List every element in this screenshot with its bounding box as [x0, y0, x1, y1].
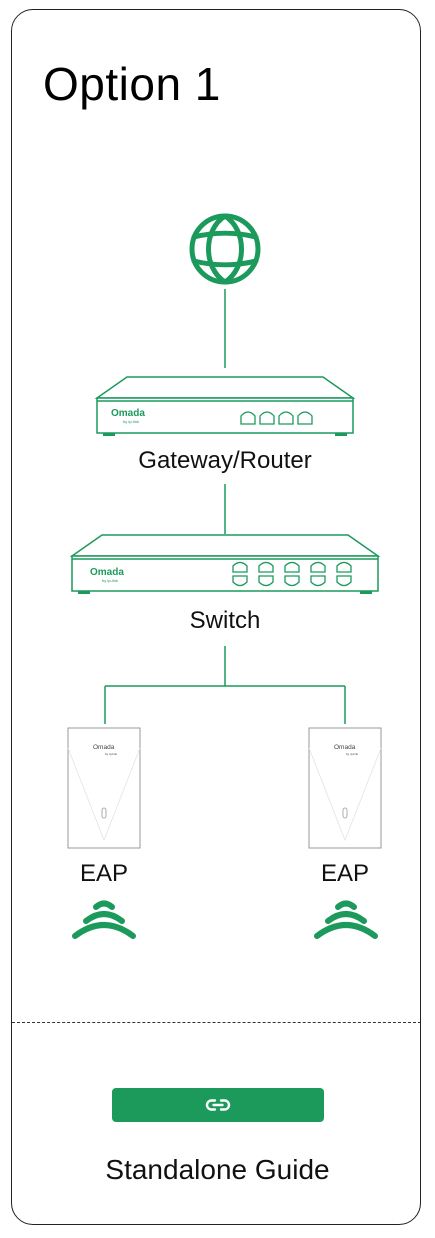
eap-left-logo: Omada — [93, 744, 115, 751]
globe-icon — [189, 213, 261, 285]
switch-ports — [232, 561, 352, 587]
option-title: Option 1 — [43, 58, 221, 110]
eap-left-sublogo: by tp-link — [105, 752, 118, 756]
switch-label: Switch — [189, 607, 261, 634]
gateway-label: Gateway/Router — [138, 447, 312, 474]
wifi-signal-icon — [314, 900, 378, 939]
link-icon — [205, 1099, 231, 1111]
eap-right-logo: Omada — [334, 744, 356, 751]
eap-right-sublogo: by tp-link — [346, 752, 359, 756]
gateway-logo: Omada — [111, 408, 145, 419]
eap-left-label: EAP — [79, 860, 129, 887]
eap-right-device — [308, 727, 382, 849]
connector-lines — [104, 289, 346, 724]
standalone-guide-label[interactable]: Standalone Guide — [105, 1154, 330, 1185]
gateway-sublogo: by tp-link — [123, 419, 139, 424]
gateway-device — [94, 376, 356, 436]
wifi-signal-icon — [72, 900, 136, 939]
switch-sublogo: by tp-link — [102, 578, 118, 583]
eap-left-device — [67, 727, 141, 849]
standalone-guide-link-button[interactable] — [112, 1088, 324, 1122]
switch-logo: Omada — [90, 567, 124, 578]
option-card — [11, 9, 421, 1225]
gateway-ports — [240, 411, 313, 425]
eap-right-label: EAP — [320, 860, 370, 887]
network-diagram: Omada by tp-link Omada by tp-link Omada … — [67, 213, 382, 939]
section-divider — [12, 1022, 421, 1023]
switch-device — [69, 534, 381, 594]
